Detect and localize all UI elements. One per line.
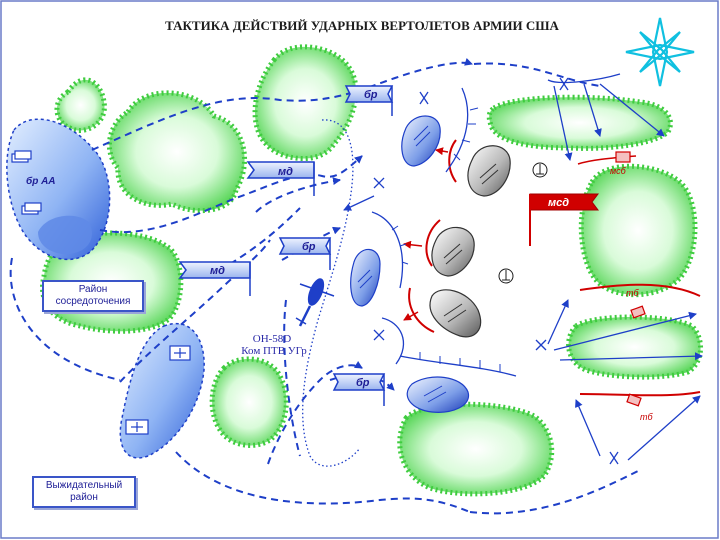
forest (578, 163, 698, 298)
friendly-unit (350, 248, 381, 307)
forest (209, 356, 289, 448)
concentration-area: бр АА (6, 118, 111, 261)
label-helicopter-type: OH-58D (253, 333, 292, 345)
compass-rose-icon (625, 17, 695, 87)
flag-md-1: мд (246, 161, 315, 196)
label-msb: мсб (610, 166, 627, 176)
waiting-area-text: Выжидательный район (45, 480, 123, 503)
enemy-unit (467, 145, 511, 197)
label-br-1: бр (364, 89, 378, 101)
friendly-unit (406, 376, 470, 413)
waiting-area-label: Выжидательный район (32, 476, 136, 508)
forest (486, 94, 673, 151)
fire-line-ticks (391, 107, 501, 372)
label-tb-2: тб (640, 412, 653, 422)
command-post-icon (498, 162, 548, 284)
forest (54, 77, 107, 133)
helicopter-icon (295, 278, 335, 327)
waiting-area (119, 322, 205, 459)
enemy-unit (431, 226, 475, 277)
forest (397, 401, 555, 497)
friendly-unit-hatching (357, 125, 447, 403)
label-br-aa: бр АА (26, 175, 56, 187)
forest-areas (40, 44, 703, 497)
control-track (302, 119, 361, 467)
forest (566, 314, 703, 380)
forest (106, 90, 248, 214)
strike-arrows (343, 83, 703, 461)
enemy-unit-markers (615, 151, 646, 407)
enemy-unit-hatching (443, 163, 499, 323)
route-crossings (373, 77, 619, 465)
label-tb-1: тб (626, 288, 639, 298)
flag-br-mid: бр (278, 237, 332, 270)
enemy-positions (408, 139, 701, 397)
helicopter-routes (9, 57, 641, 515)
flag-br-low: бр (332, 373, 386, 406)
forest (252, 44, 359, 161)
label-br-2: бр (302, 241, 316, 253)
unit-flags: бр мд бр мд бр (178, 85, 394, 406)
fire-lines (371, 73, 621, 377)
concentration-area-text: Район сосредоточения (55, 284, 131, 307)
enemy-unit (429, 289, 482, 338)
concentration-area-label: Район сосредоточения (42, 280, 144, 312)
label-md-1: мд (278, 166, 293, 178)
flag-md-2: мд (178, 261, 251, 296)
page-title: ТАКТИКА ДЕЙСТВИЙ УДАРНЫХ ВЕРТОЛЕТОВ АРМИ… (165, 18, 559, 33)
flag-msd: мсд (529, 193, 599, 246)
friendly-units (350, 115, 470, 413)
label-msd: мсд (548, 197, 569, 209)
label-br-3: бр (356, 377, 370, 389)
flag-br-top: бр (344, 85, 394, 116)
enemy-armor (429, 145, 511, 338)
label-md-2: мд (210, 265, 225, 277)
label-helicopter-command: Ком ПТВ УГр (241, 345, 307, 357)
